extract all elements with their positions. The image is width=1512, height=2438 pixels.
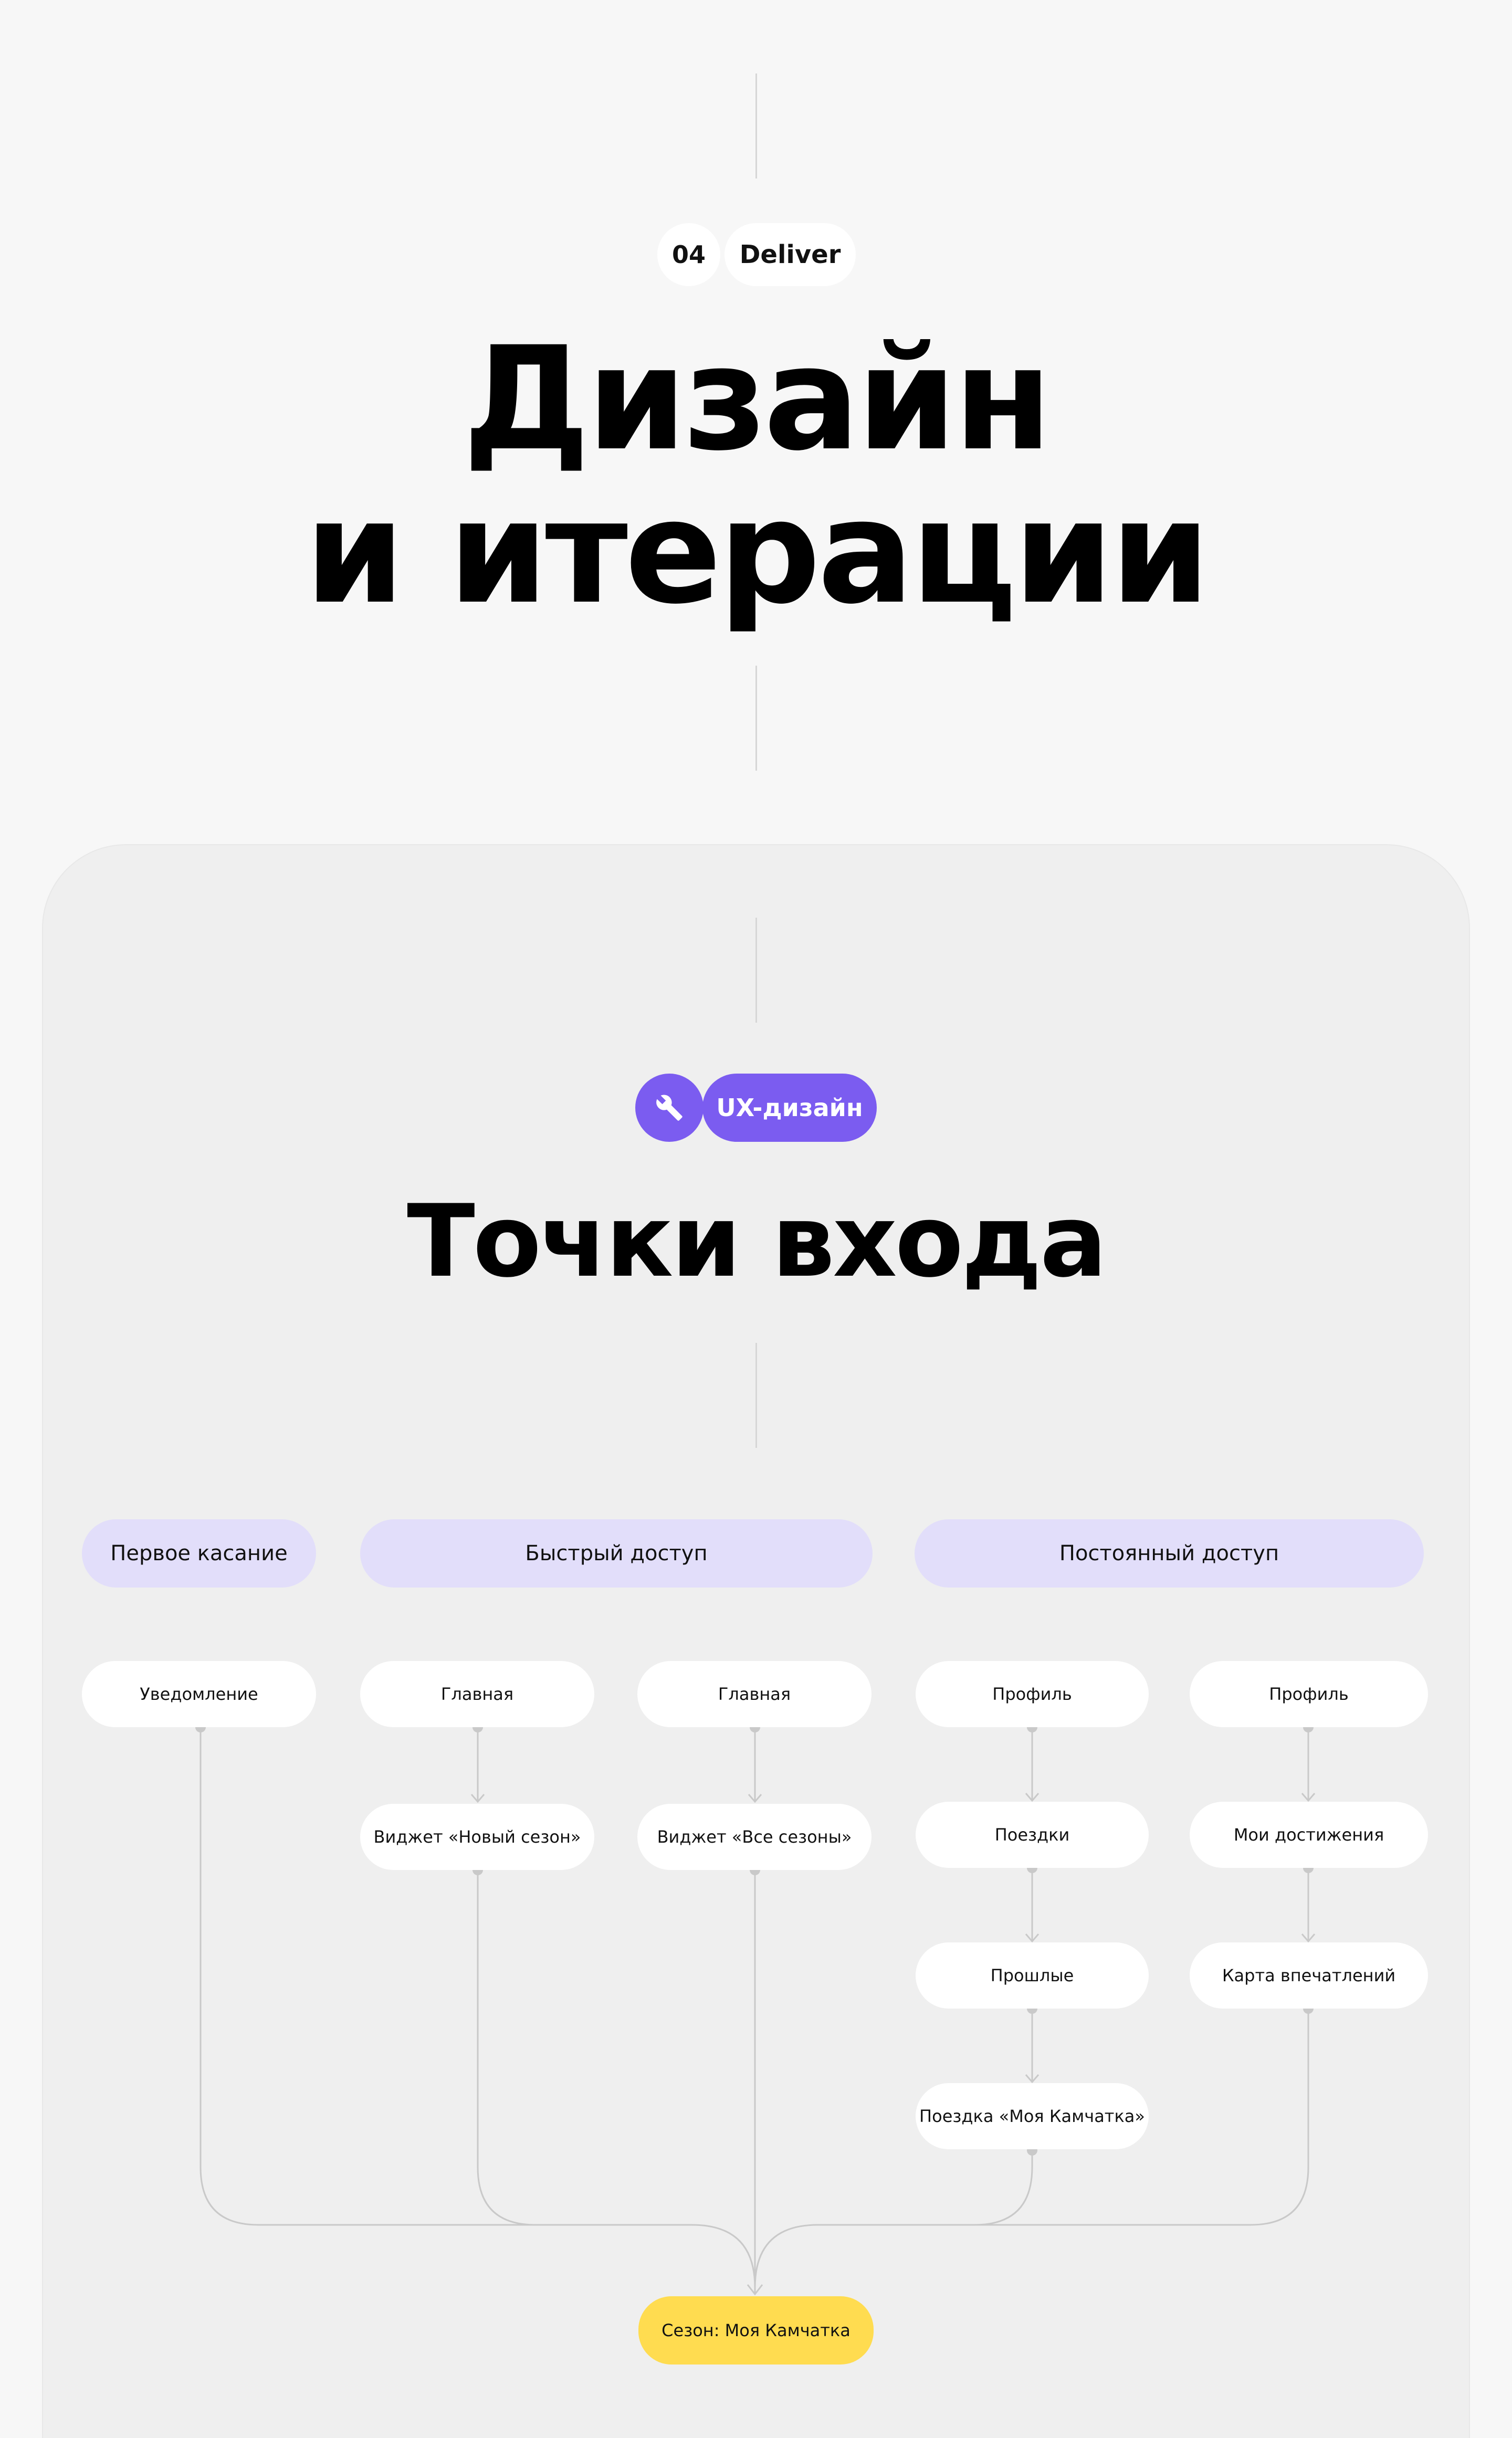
- flow-node-notification: Уведомление: [82, 1661, 316, 1727]
- flow-node-label: Виджет «Все сезоны»: [657, 1827, 852, 1847]
- ux-tag-icon-badge: [635, 1074, 704, 1142]
- flow-node-label: Профиль: [992, 1684, 1072, 1704]
- wrench-icon: [656, 1095, 682, 1121]
- flow-node-label: Прошлые: [990, 1966, 1074, 1985]
- flow-node-widget-new-season: Виджет «Новый сезон»: [360, 1804, 594, 1870]
- flow-node-label: Главная: [718, 1684, 791, 1704]
- divider-line-middle: [755, 666, 757, 771]
- flow-node-achievements: Мои достижения: [1190, 1802, 1428, 1868]
- ux-design-tag: UX-дизайн: [702, 1074, 877, 1142]
- flow-node-trip-kamchatka: Поездка «Моя Камчатка»: [916, 2083, 1149, 2149]
- flow-node-label: Уведомление: [140, 1684, 258, 1704]
- flow-result-season-kamchatka: Сезон: Моя Камчатка: [638, 2296, 874, 2365]
- flow-node-label: Карта впечатлений: [1222, 1966, 1396, 1985]
- step-number: 04: [671, 240, 706, 269]
- category-first-touch: Первое касание: [82, 1519, 316, 1588]
- flow-node-trips: Поездки: [916, 1802, 1149, 1868]
- category-label: Быстрый доступ: [525, 1541, 708, 1565]
- page-title: Дизайн и итерации: [0, 323, 1512, 629]
- flow-node-profile: Профиль: [1190, 1661, 1428, 1727]
- flow-node-label: Мои достижения: [1233, 1825, 1384, 1845]
- flow-node-label: Профиль: [1269, 1684, 1349, 1704]
- flow-node-main: Главная: [360, 1661, 594, 1727]
- step-label: Deliver: [739, 240, 841, 269]
- step-number-badge: 04: [657, 223, 720, 286]
- step-label-badge: Deliver: [724, 223, 856, 286]
- flow-node-widget-all-seasons: Виджет «Все сезоны»: [637, 1804, 872, 1870]
- section-title: Точки входа: [407, 1183, 1107, 1299]
- flow-node-label: Главная: [440, 1684, 514, 1704]
- flow-node-label: Поездки: [994, 1825, 1070, 1845]
- divider-line-top: [755, 73, 757, 178]
- flow-node-main: Главная: [637, 1661, 872, 1727]
- category-label: Постоянный доступ: [1059, 1541, 1279, 1565]
- flow-node-past: Прошлые: [916, 1942, 1149, 2009]
- page-title-line1: Дизайн: [463, 317, 1053, 482]
- page-title-line2: и итерации: [304, 470, 1210, 636]
- flow-result-label: Сезон: Моя Камчатка: [662, 2320, 850, 2340]
- divider-line-card-top: [755, 918, 757, 1023]
- category-label: Первое касание: [110, 1541, 288, 1565]
- flow-node-label: Виджет «Новый сезон»: [373, 1827, 581, 1847]
- category-permanent-access: Постоянный доступ: [915, 1519, 1424, 1588]
- flow-node-profile: Профиль: [916, 1661, 1149, 1727]
- divider-line-card-middle: [755, 1343, 757, 1448]
- ux-design-tag-label: UX-дизайн: [716, 1094, 863, 1122]
- category-quick-access: Быстрый доступ: [360, 1519, 873, 1588]
- flow-node-label: Поездка «Моя Камчатка»: [919, 2106, 1145, 2126]
- flow-node-impressions-map: Карта впечатлений: [1190, 1942, 1428, 2009]
